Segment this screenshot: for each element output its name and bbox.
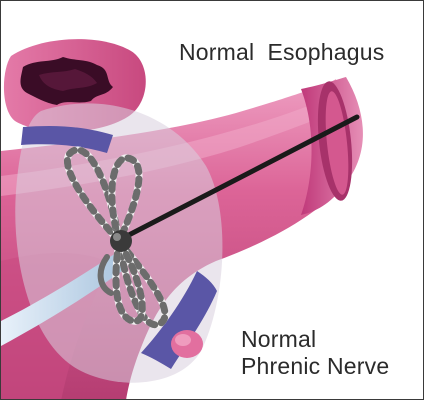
phrenic-nerve-label-line2: Phrenic Nerve — [241, 353, 389, 380]
esophagus-label: Normal Esophagus — [179, 39, 384, 66]
phrenic-nerve-node-shine — [175, 334, 191, 346]
phrenic-nerve-label-line1: Normal — [241, 326, 316, 353]
catheter-tip-hub-shine — [113, 233, 121, 241]
catheter-tip-hub — [110, 230, 132, 252]
